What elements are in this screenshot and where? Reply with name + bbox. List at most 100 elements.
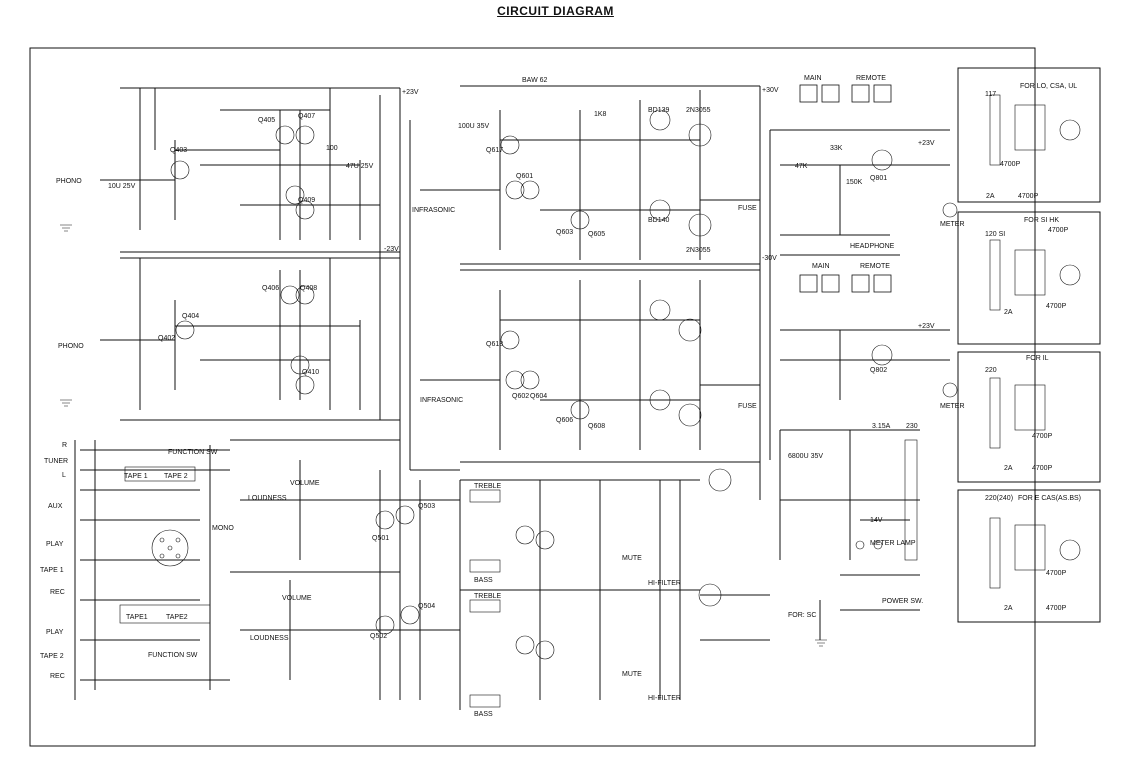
q504-label: Q504 <box>418 603 435 610</box>
fuse-2: FUSE <box>738 403 757 410</box>
variant-label-3: FOR IL <box>1026 355 1049 362</box>
treble-2: TREBLE <box>474 593 502 600</box>
tape2-monitor: TAPE 2 <box>164 473 188 480</box>
t2n3055-upper: 2N3055 <box>686 107 711 114</box>
q408-label: Q408 <box>300 285 317 292</box>
fuse-315a-label: 3.15A <box>872 423 891 430</box>
power-switch: POWER SW. <box>882 598 923 605</box>
t2n3055-lower: 2N3055 <box>686 247 711 254</box>
q404-label: Q404 <box>182 313 199 320</box>
q608-label: Q608 <box>588 423 605 430</box>
q604-label: Q604 <box>530 393 547 400</box>
headphone-jack: HEADPHONE <box>850 243 895 250</box>
q503-label: Q503 <box>418 503 435 510</box>
variant-cap-b-4: 4700P <box>1046 605 1067 612</box>
variant-volts-3: 220 <box>985 367 997 374</box>
mono-switch: MONO <box>212 525 234 532</box>
loudness-1: LOUDNESS <box>248 495 287 502</box>
volume-1: VOLUME <box>290 480 320 487</box>
hi-filter-2: HI-FILTER <box>648 695 681 702</box>
tuner-input: TUNER <box>44 458 68 465</box>
q407-label: Q407 <box>298 113 315 120</box>
channel-r: R <box>62 442 67 449</box>
bass-1: BASS <box>474 577 493 584</box>
function-switch-1: FUNCTION SW <box>168 449 218 456</box>
meter-2: METER <box>940 403 965 410</box>
q409-label: Q409 <box>298 197 315 204</box>
rail-plus23-meter2: +23V <box>918 323 935 330</box>
r1k8-label: 1K8 <box>594 111 607 118</box>
rail-minus23: -23V <box>384 246 399 253</box>
remote-speaker-2: REMOTE <box>860 263 890 270</box>
tape2-play: PLAY <box>46 629 64 636</box>
q618-label: Q618 <box>486 341 503 348</box>
tape2-rec: REC <box>50 673 65 680</box>
rail-plus30: +30V <box>762 87 779 94</box>
rail-plus23-meter1: +23V <box>918 140 935 147</box>
r47k-label: 47K <box>795 163 808 170</box>
c100u-label: 100U 35V <box>458 123 489 130</box>
main-speaker-2: MAIN <box>812 263 830 270</box>
variant-box-2 <box>957 211 1101 345</box>
r100-label: 100 <box>326 145 338 152</box>
meter-lamp: METER LAMP <box>870 540 916 547</box>
variant-label-4: FOR E CAS(AS.BS) <box>1018 495 1081 502</box>
variant-box-4 <box>957 489 1101 623</box>
phono-input-2: PHONO <box>58 343 84 350</box>
volume-2: VOLUME <box>282 595 312 602</box>
variant-label-1: FOR LO, CSA, UL <box>1020 83 1077 90</box>
r33k-label: 33K <box>830 145 843 152</box>
variant-cap-b-1: 4700P <box>1018 193 1039 200</box>
mute-2: MUTE <box>622 671 642 678</box>
rail-minus30: -30V <box>762 255 777 262</box>
q405-label: Q405 <box>258 117 275 124</box>
mute-1: MUTE <box>622 555 642 562</box>
q601-label: Q601 <box>516 173 533 180</box>
variant-volts-1: 117 <box>985 91 996 98</box>
infrasonic-2: INFRASONIC <box>420 397 463 404</box>
q603-label: Q603 <box>556 229 573 236</box>
tape2-label: TAPE 2 <box>40 653 64 660</box>
v14-label: 14V <box>870 517 883 524</box>
board-frame <box>29 47 1036 747</box>
q403-label: Q403 <box>170 147 187 154</box>
variant-fuse-2: 2A <box>1004 309 1013 316</box>
variant-cap-a-4: 4700P <box>1046 570 1067 577</box>
c6800-label: 6800U 35V <box>788 453 823 460</box>
q502-label: Q502 <box>370 633 387 640</box>
variant-cap-a-2: 4700P <box>1048 227 1069 234</box>
treble-1: TREBLE <box>474 483 502 490</box>
channel-l: L <box>62 472 66 479</box>
variant-cap-a-3: 4700P <box>1032 433 1053 440</box>
variant-cap-b-3: 4700P <box>1032 465 1053 472</box>
baw62-diode: BAW 62 <box>522 77 548 84</box>
c10u-label: 10U 25V <box>108 183 136 190</box>
c47u-label: 47U 25V <box>346 163 374 170</box>
bd140-label: BD140 <box>648 217 670 224</box>
loudness-2: LOUDNESS <box>250 635 289 642</box>
q410-label: Q410 <box>302 369 319 376</box>
variant-box-1 <box>957 67 1101 203</box>
q606-label: Q606 <box>556 417 573 424</box>
for-sc-label: FOR: SC <box>788 612 816 619</box>
variant-fuse-1: 2A <box>986 193 995 200</box>
remote-speaker-1: REMOTE <box>856 75 886 82</box>
tape1-label: TAPE 1 <box>40 567 64 574</box>
aux-input: AUX <box>48 503 63 510</box>
q801-label: Q801 <box>870 175 887 182</box>
q602-label: Q602 <box>512 393 529 400</box>
variant-volts-2: 120 SI <box>985 231 1005 238</box>
variant-cap-a-1: 4700P <box>1000 161 1021 168</box>
variant-volts-4: 220(240) <box>985 495 1013 502</box>
q605-label: Q605 <box>588 231 605 238</box>
q402-label: Q402 <box>158 335 175 342</box>
tape1-monitor: TAPE 1 <box>124 473 148 480</box>
q802-label: Q802 <box>870 367 887 374</box>
tape1-rec: REC <box>50 589 65 596</box>
main-speaker-1: MAIN <box>804 75 822 82</box>
q617-label: Q617 <box>486 147 503 154</box>
infrasonic-1: INFRASONIC <box>412 207 455 214</box>
q501-label: Q501 <box>372 535 389 542</box>
fuse-1: FUSE <box>738 205 757 212</box>
